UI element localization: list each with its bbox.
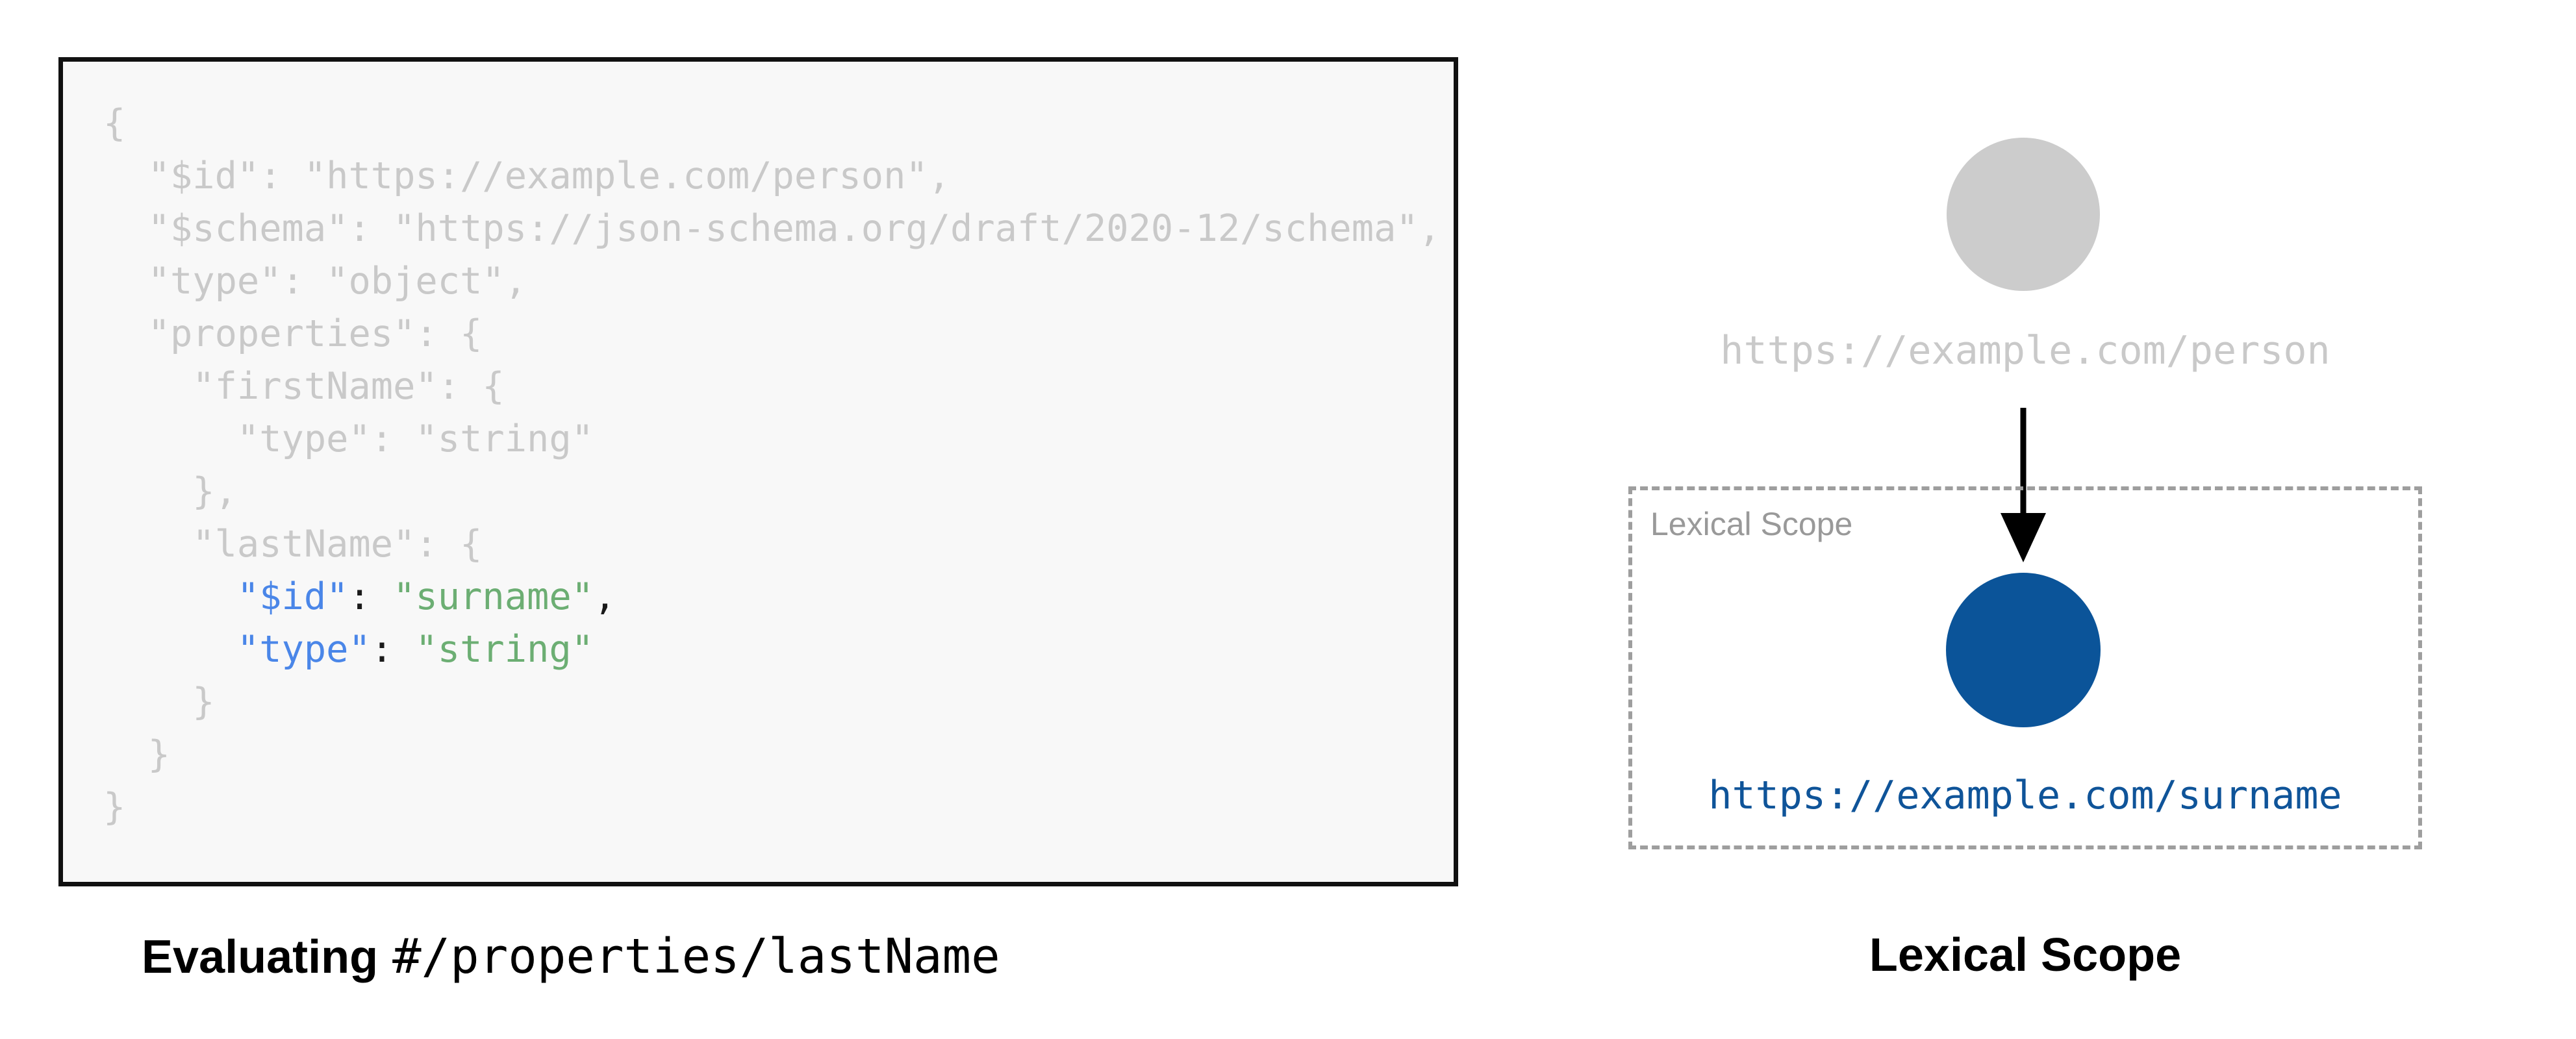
lexical-scope-diagram: https://example.com/person Lexical Scope…	[1628, 0, 2422, 1039]
code-token: }	[103, 681, 215, 723]
lexical-scope-caption: Lexical Scope	[1869, 929, 2182, 981]
code-token: "type"	[236, 628, 371, 671]
lexical-scope-box-label: Lexical Scope	[1650, 506, 1853, 542]
schema-code-panel: { "$id": "https://example.com/person", "…	[58, 57, 1458, 886]
code-line: "firstName": {	[103, 360, 1428, 413]
code-line: }	[103, 676, 1428, 729]
code-token: {	[103, 102, 126, 145]
root-schema-uri-label: https://example.com/person	[1720, 328, 2330, 373]
code-token: "type": "object",	[103, 260, 527, 303]
code-line: }	[103, 781, 1428, 834]
down-arrow-icon	[2001, 408, 2046, 562]
code-token: :	[348, 575, 394, 618]
evaluating-caption-label: Evaluating	[142, 931, 379, 983]
code-line: "properties": {	[103, 308, 1428, 360]
evaluating-caption-path: #/properties/lastName	[392, 929, 1000, 984]
code-token: "string"	[415, 628, 594, 671]
code-line: "$schema": "https://json-schema.org/draf…	[103, 203, 1441, 255]
code-line: "type": "string"	[103, 623, 1428, 676]
lexical-scope-box	[1628, 486, 2422, 849]
code-line: },	[103, 466, 1428, 518]
code-token: "$schema": "https://json-schema.org/draf…	[103, 207, 1441, 250]
root-schema-node	[1947, 138, 2100, 291]
code-line: "type": "object",	[103, 255, 1428, 308]
code-line: "type": "string"	[103, 413, 1428, 466]
code-token: },	[103, 470, 237, 513]
code-token: "type": "string"	[103, 418, 594, 460]
code-line: "$id": "https://example.com/person",	[103, 150, 1428, 203]
code-token: "firstName": {	[103, 365, 505, 408]
code-token: "properties": {	[103, 312, 483, 355]
code-line: "$id": "surname",	[103, 571, 1428, 623]
subschema-uri-label: https://example.com/surname	[1708, 773, 2342, 818]
subschema-node	[1946, 573, 2101, 727]
code-token: "surname"	[393, 575, 594, 618]
code-token: }	[103, 733, 170, 776]
code-token: "$id": "https://example.com/person",	[103, 155, 951, 197]
code-token	[103, 575, 237, 618]
code-token: }	[103, 786, 126, 829]
code-line: }	[103, 729, 1428, 781]
schema-code: { "$id": "https://example.com/person", "…	[63, 62, 1454, 834]
code-line: {	[103, 97, 1428, 150]
code-line: "lastName": {	[103, 518, 1428, 571]
code-token: ,	[594, 575, 616, 618]
code-token	[103, 628, 237, 671]
code-token: "$id"	[236, 575, 349, 618]
code-token: "lastName": {	[103, 523, 483, 566]
code-token: :	[370, 628, 416, 671]
evaluating-caption: Evaluating#/properties/lastName	[142, 929, 1000, 984]
